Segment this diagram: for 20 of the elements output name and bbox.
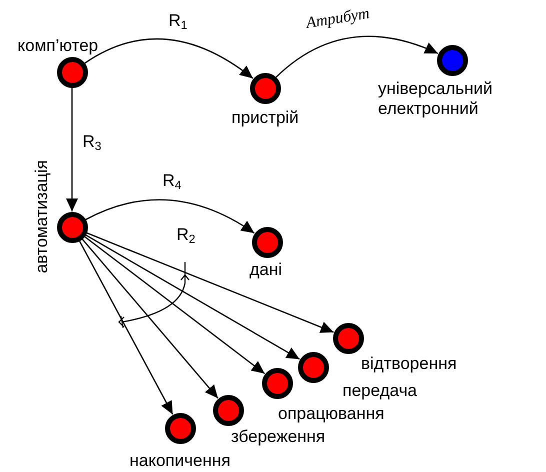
arrow [85,199,255,234]
arrow [82,238,218,399]
arrow [85,234,300,360]
arrow [84,38,254,79]
arrow [66,88,78,212]
arrow [276,36,438,78]
node-label: дані [250,260,282,280]
arrow [86,232,334,333]
node-label: накопичення [130,451,230,471]
node-label: пристрій [232,108,299,128]
node-label: збереження [231,427,326,447]
node-label: відтворення [361,354,457,374]
node-label: опрацювання [278,404,384,424]
arrow [84,236,266,374]
node-label: комп’ютер [18,36,98,56]
node-label: універсальний електронний [378,79,494,118]
arrow [78,240,174,415]
edge-label: R$_{3}$ [82,133,102,154]
node-label: автоматизація [32,160,52,274]
node-label: передача [342,381,418,401]
